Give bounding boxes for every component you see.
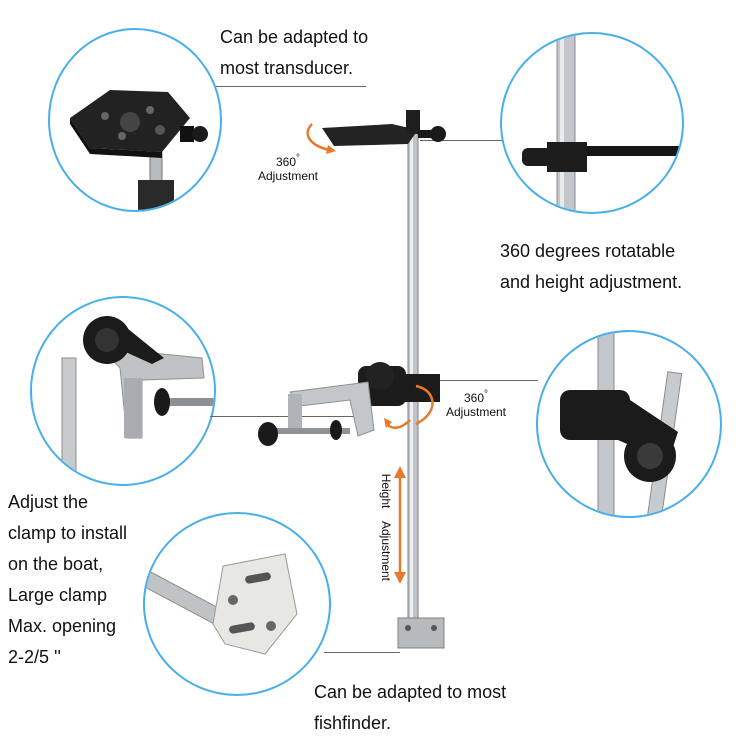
caption-rotatable-line1: 360 degrees rotatable xyxy=(500,241,676,261)
pole-arm-detail xyxy=(522,34,682,212)
leader-line-clamp xyxy=(210,416,360,417)
caption-clamp-line5: Max. opening xyxy=(8,616,117,636)
leader-line-transducer xyxy=(216,86,366,87)
rotation-degree-top: 360° xyxy=(275,153,301,169)
height-word: Height xyxy=(379,473,393,509)
caption-clamp-line1: Adjust the xyxy=(8,492,89,512)
leader-line-fishfinder xyxy=(324,652,400,653)
caption-clamp-line3: on the boat, xyxy=(8,554,104,574)
transducer-plate-detail xyxy=(70,90,208,210)
leader-line-pole-arm xyxy=(420,140,502,141)
clamp-detail xyxy=(61,316,214,484)
caption-rotatable-line2: and height adjustment. xyxy=(500,272,683,292)
product-assembly xyxy=(258,110,446,649)
rotation-text-top: Adjustment xyxy=(257,169,319,183)
caption-clamp-line2: clamp to install xyxy=(8,523,128,543)
caption-transducer-line1: Can be adapted to xyxy=(220,27,369,47)
fishfinder-bracket-detail xyxy=(145,553,298,655)
caption-clamp-line4: Large clamp xyxy=(8,585,108,605)
knob-joint-detail xyxy=(560,332,683,516)
caption-clamp: Adjust the clamp to install on the boat,… xyxy=(8,487,127,673)
rotation-label-top: 360° Adjustment xyxy=(256,152,320,183)
rotation-degree-mid: 360° xyxy=(463,389,489,405)
height-adjustment-label: Height Adjustment xyxy=(376,472,396,582)
leader-line-knob-joint xyxy=(434,380,538,381)
caption-transducer-line2: most transducer. xyxy=(220,58,354,78)
caption-transducer: Can be adapted to most transducer. xyxy=(220,22,368,84)
caption-rotatable: 360 degrees rotatable and height adjustm… xyxy=(500,236,682,298)
detail-circle-fishfinder-bracket xyxy=(143,512,331,696)
caption-fishfinder-line1: Can be adapted to most xyxy=(314,682,507,702)
rotation-label-mid: 360° Adjustment xyxy=(444,388,508,419)
detail-circle-pole-arm xyxy=(500,32,684,214)
adjustment-word: Adjustment xyxy=(379,520,393,582)
detail-circle-transducer-plate xyxy=(48,28,222,212)
detail-circle-knob-joint xyxy=(536,330,722,518)
rotation-text-mid: Adjustment xyxy=(445,405,507,419)
caption-fishfinder-line2: fishfinder. xyxy=(314,713,392,733)
detail-circle-clamp xyxy=(30,296,216,486)
caption-clamp-line6: 2-2/5 '' xyxy=(8,647,61,667)
caption-fishfinder: Can be adapted to most fishfinder. xyxy=(314,677,506,739)
